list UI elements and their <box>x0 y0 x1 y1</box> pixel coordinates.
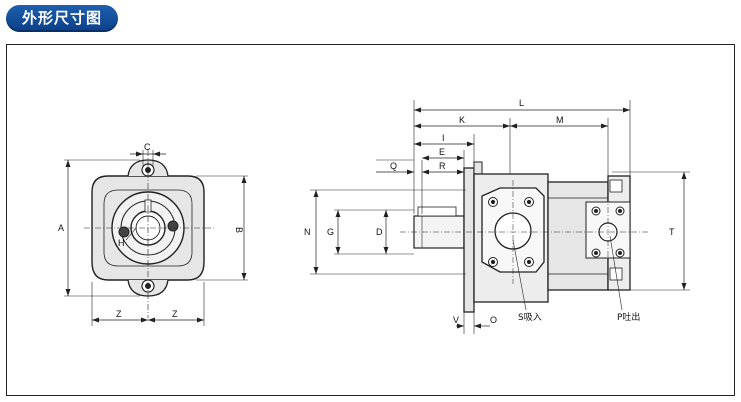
label-T: T <box>669 227 675 237</box>
label-suction-port: S吸入 <box>518 312 542 323</box>
section-title-tab: 外形尺寸图 <box>6 5 118 32</box>
label-I: I <box>442 133 445 143</box>
front-view <box>64 150 248 326</box>
label-R: R <box>439 161 446 171</box>
label-K: K <box>459 115 465 125</box>
label-Q: Q <box>390 161 397 171</box>
section-title: 外形尺寸图 <box>21 9 102 27</box>
label-C: C <box>144 142 151 152</box>
label-E: E <box>439 147 445 157</box>
label-G: G <box>327 227 334 237</box>
label-H: H <box>118 238 125 248</box>
label-M: M <box>556 115 564 125</box>
label-A: A <box>58 223 64 233</box>
side-view <box>310 100 690 334</box>
label-Z-left: Z <box>116 309 122 319</box>
label-V: V <box>453 315 459 325</box>
label-N: N <box>304 227 311 237</box>
label-B: B <box>234 227 244 233</box>
label-L: L <box>519 98 524 108</box>
label-Z-right: Z <box>172 309 178 319</box>
label-O: O <box>490 315 497 325</box>
label-D: D <box>376 227 383 237</box>
label-discharge-port: P吐出 <box>617 311 640 323</box>
